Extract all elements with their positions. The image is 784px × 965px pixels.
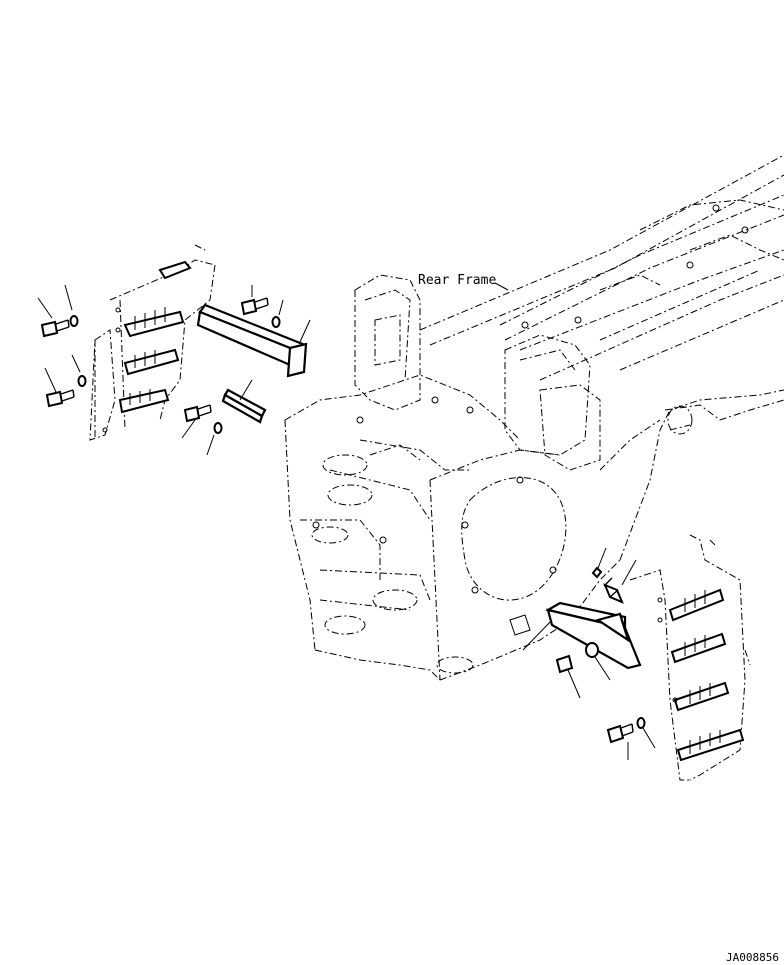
rear-frame-outline <box>284 154 784 681</box>
left-bolts <box>40 297 281 434</box>
right-ladder <box>629 534 751 781</box>
right-bracket <box>509 601 642 670</box>
bolt-left-1 <box>40 315 79 338</box>
cross-pipe <box>196 303 308 378</box>
drawing-id: JA008856 <box>726 951 779 964</box>
bolt-right-2 <box>555 642 599 674</box>
bolt-left-2 <box>45 375 87 408</box>
bolt-upper-1 <box>240 297 281 328</box>
rear-frame-label: Rear Frame <box>418 273 496 288</box>
strap <box>221 388 267 424</box>
leader-lines <box>37 282 656 760</box>
bolt-right-1 <box>591 566 624 604</box>
right-bolts <box>555 566 646 744</box>
bolt-right-3 <box>606 717 646 744</box>
bolt-left-3 <box>183 404 223 434</box>
left-ladder <box>89 244 216 441</box>
